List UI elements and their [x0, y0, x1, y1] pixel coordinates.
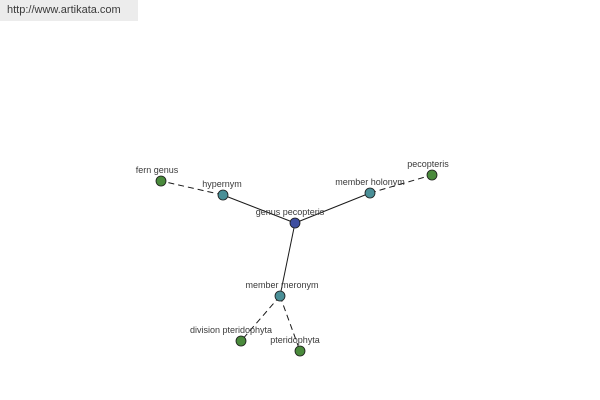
node-member-meronym[interactable] — [274, 290, 286, 302]
edge-member-holonym-pecopteris — [369, 174, 433, 194]
node-division-pteridophyta[interactable] — [235, 335, 247, 347]
label-fern-genus[interactable]: fern genus — [136, 165, 179, 175]
node-pteridophyta[interactable] — [294, 345, 306, 357]
label-genus-pecopteris[interactable]: genus pecopteris — [256, 207, 325, 217]
label-member-holonym[interactable]: member holonym — [335, 177, 405, 187]
edge-center-member-holonym — [294, 192, 371, 224]
node-genus-pecopteris[interactable] — [289, 217, 301, 229]
label-pecopteris[interactable]: pecopteris — [407, 159, 449, 169]
label-member-meronym[interactable]: member meronym — [245, 280, 318, 290]
node-fern-genus[interactable] — [155, 175, 167, 187]
edge-center-hypernym — [222, 194, 296, 224]
label-division-pteridophyta[interactable]: division pteridophyta — [190, 325, 272, 335]
edge-center-member-meronym — [279, 222, 296, 297]
label-pteridophyta[interactable]: pteridophyta — [270, 335, 320, 345]
node-pecopteris[interactable] — [426, 169, 438, 181]
node-hypernym[interactable] — [217, 189, 229, 201]
node-member-holonym[interactable] — [364, 187, 376, 199]
site-url-watermark: http://www.artikata.com — [0, 0, 138, 21]
label-hypernym[interactable]: hypernym — [202, 179, 242, 189]
labels-layer: genus pecopteris hypernym member holonym… — [136, 159, 450, 345]
edges-layer — [160, 174, 433, 352]
edge-hypernym-fern-genus — [160, 180, 224, 196]
nodes-layer — [155, 169, 438, 357]
